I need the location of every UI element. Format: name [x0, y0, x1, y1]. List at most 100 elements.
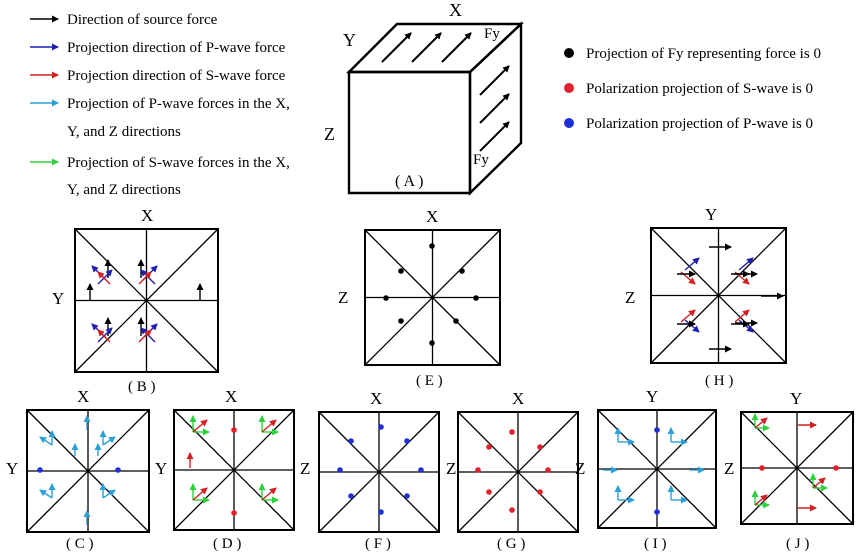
panel-axis-top: X — [77, 387, 89, 406]
panel-J: Y Z ( J ) — [724, 389, 854, 552]
panel-axis-side: Z — [300, 459, 310, 478]
panel-axis-top: Y — [646, 387, 658, 406]
legend-text-s-zero: Polarization projection of S-wave is 0 — [586, 81, 813, 97]
s-direction-arrow — [261, 487, 277, 501]
panel-axis-side: Z — [338, 288, 348, 307]
p-direction-arrow — [97, 327, 113, 343]
p-zero-dot — [404, 493, 410, 499]
s-zero-dot — [759, 465, 765, 471]
s-zero-dot — [486, 444, 492, 450]
s-zero-dot — [486, 489, 492, 495]
s-direction-arrow — [680, 309, 696, 323]
cube-side-arrow-3 — [479, 121, 510, 152]
s-zero-dot — [537, 489, 543, 495]
legend-text-s-xyz-2: Y, and Z directions — [67, 182, 181, 198]
zero-force-dot — [473, 295, 479, 301]
zero-force-dot — [398, 268, 404, 274]
legend-text-source-force: Direction of source force — [67, 12, 218, 28]
panel-axis-side: Y — [6, 459, 18, 478]
zero-force-dot — [453, 318, 459, 324]
cube-side-arrow-2 — [479, 93, 510, 124]
p-zero-dot — [654, 427, 660, 433]
s-zero-dot — [537, 444, 543, 450]
p-zero-dot — [337, 467, 343, 473]
s-zero-dot — [475, 467, 481, 473]
panel-label: ( H ) — [705, 373, 733, 389]
p-zero-dot — [348, 493, 354, 499]
p-zero-dot — [654, 509, 660, 515]
zero-force-dot — [398, 318, 404, 324]
s-zero-dot — [509, 507, 515, 513]
p-xyz-arrow — [102, 436, 116, 446]
cube-diagram: X Y Z Fy Fy ( A ) — [324, 0, 525, 196]
legend-text-p-zero: Polarization projection of P-wave is 0 — [586, 116, 813, 132]
panel-axis-top: Y — [790, 389, 802, 408]
cube-top-arrow-3 — [441, 32, 472, 63]
legend-text-p-direction: Projection direction of P-wave force — [67, 40, 286, 56]
panel-label: ( F ) — [365, 536, 391, 552]
cube-axis-x: X — [449, 0, 462, 20]
panel-axis-top: X — [370, 389, 382, 408]
s-zero-dot — [231, 427, 237, 433]
s-zero-dot — [231, 510, 237, 516]
panel-label: ( E ) — [416, 373, 443, 389]
zero-force-dot — [383, 295, 389, 301]
p-zero-dot — [378, 424, 384, 430]
s-direction-arrow — [734, 309, 750, 323]
p-xyz-arrow — [39, 489, 53, 499]
p-direction-arrow — [684, 257, 700, 271]
s-zero-dot — [509, 429, 515, 435]
s-direction-arrow — [138, 329, 152, 343]
legend-text-fy-zero: Projection of Fy representing force is 0 — [586, 46, 821, 62]
legend-item-source-force: Direction of source force — [30, 12, 218, 28]
s-direction-arrow — [192, 487, 208, 501]
p-zero-dot — [37, 467, 43, 473]
p-direction-arrow — [140, 269, 156, 285]
legend-dot-blue — [564, 118, 574, 128]
cube-side-arrow-1 — [479, 65, 510, 96]
panel-axis-side: Z — [575, 459, 585, 478]
s-direction-arrow — [138, 271, 152, 285]
s-direction-arrow — [192, 419, 208, 433]
panel-axis-top: Y — [705, 205, 717, 224]
cube-top-arrow-1 — [381, 32, 412, 63]
panel-axis-side: Y — [52, 289, 64, 308]
p-xyz-arrow — [102, 489, 116, 499]
p-zero-dot — [348, 438, 354, 444]
panel-B: XY( B ) — [52, 206, 219, 395]
zero-force-dot — [429, 243, 435, 249]
cube-axis-y: Y — [343, 30, 356, 50]
panel-label: ( D ) — [213, 536, 241, 552]
s-direction-arrow — [754, 494, 768, 506]
legend-item-s-xyz: Projection of S-wave forces in the X, Y,… — [30, 155, 290, 198]
p-zero-dot — [404, 438, 410, 444]
s-direction-arrow — [812, 477, 826, 489]
legend-right: Projection of Fy representing force is 0… — [564, 46, 821, 132]
zero-force-dot — [429, 340, 435, 346]
legend-item-p-direction: Projection direction of P-wave force — [30, 40, 286, 56]
p-direction-arrow — [738, 319, 754, 333]
p-zero-dot — [115, 467, 121, 473]
panel-label: ( B ) — [128, 379, 156, 395]
cube-force-side-label: Fy — [473, 152, 489, 168]
panel-axis-side: Y — [155, 459, 167, 478]
panel-label: ( J ) — [786, 536, 809, 552]
cube-side-face — [468, 21, 523, 196]
legend-text-p-xyz-1: Projection of P-wave forces in the X, — [67, 96, 290, 112]
cube-panel-label: ( A ) — [395, 173, 423, 190]
panel-G: XZ( G ) — [446, 389, 579, 552]
cube-top-arrow-2 — [411, 32, 442, 63]
panel-label: ( C ) — [66, 536, 94, 552]
panel-label: ( I ) — [644, 536, 667, 552]
s-direction-arrow — [97, 329, 111, 343]
panel-I: Y Z ( I ) — [575, 387, 717, 552]
panel-axis-side: Z — [724, 459, 734, 478]
panel-axis-side: Z — [625, 288, 635, 307]
legend-text-s-xyz-1: Projection of S-wave forces in the X, — [67, 155, 290, 171]
s-direction-arrow — [754, 417, 768, 429]
legend-text-s-direction: Projection direction of S-wave force — [67, 68, 286, 84]
s-zero-dot — [833, 465, 839, 471]
panel-group: XY( B )XZ( E )YZ( H )XY( C )XY( D )XZ( F… — [6, 205, 854, 552]
legend-dot-black — [564, 48, 574, 58]
